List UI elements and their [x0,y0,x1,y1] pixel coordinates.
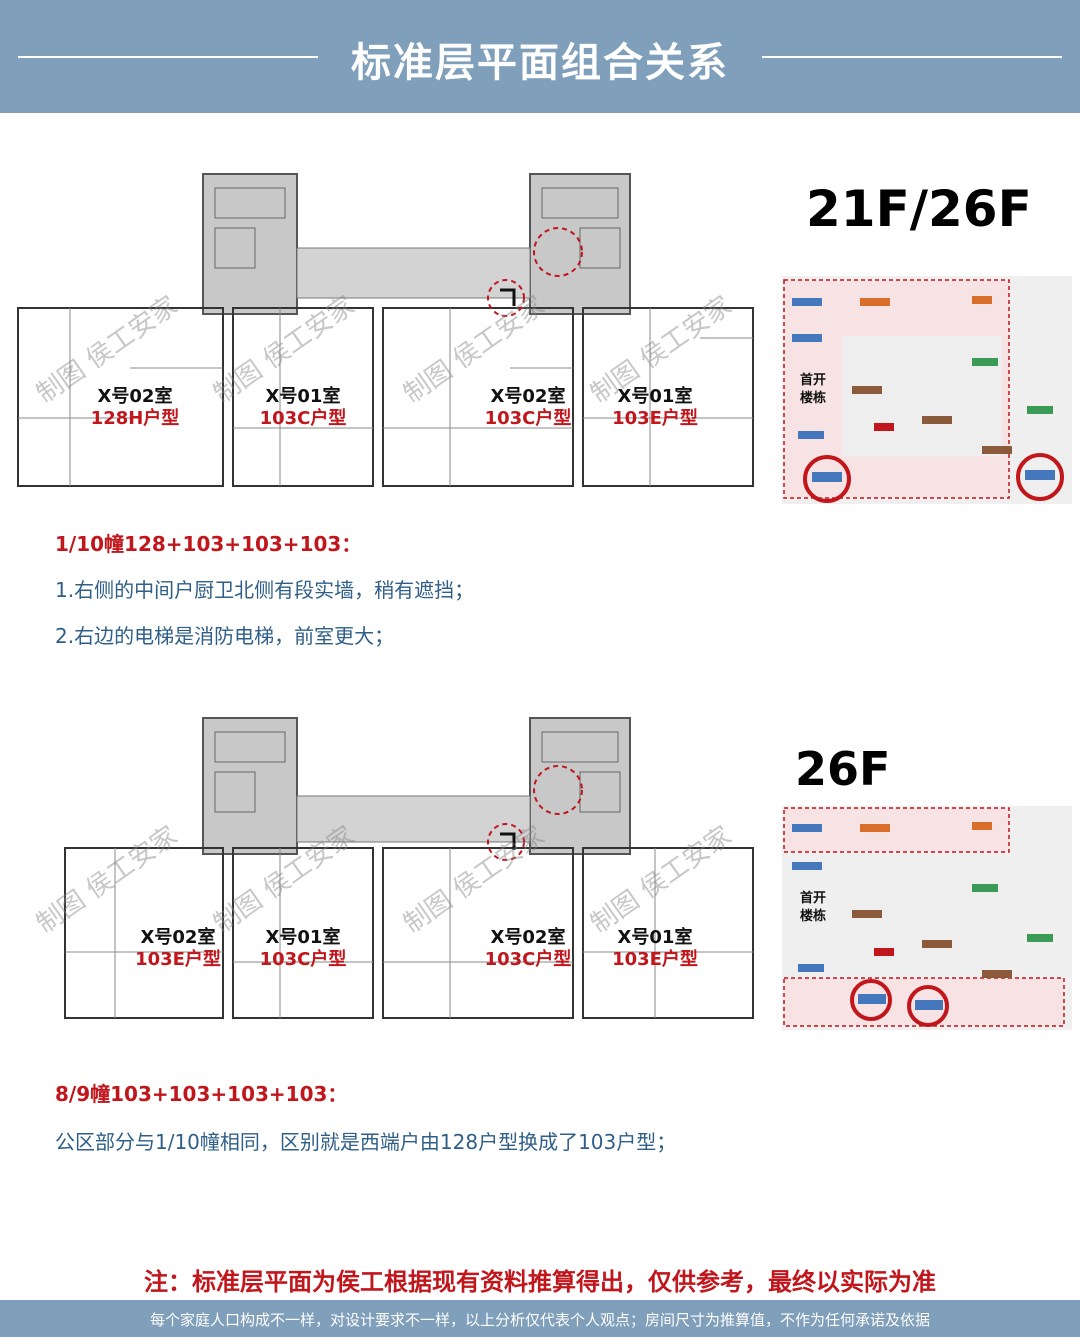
unit-room: X号01室 [265,927,341,948]
unit-room: X号02室 [97,386,173,407]
unit-room: X号02室 [490,386,566,407]
header-rule-left [18,56,318,58]
section1-heading: 1/10幢128+103+103+103： [55,532,362,556]
unit-room: X号01室 [617,927,693,948]
unit-type: 103C户型 [259,408,347,429]
unit-room: X号02室 [140,927,216,948]
footer-bar: 每个家庭人口构成不一样，对设计要求不一样，以上分析仅代表个人观点；房间尺寸为推算… [0,1300,1080,1337]
unit-type: 103E户型 [612,408,698,429]
unit-label: X号01室 103E户型 [600,386,710,430]
first-building-label: 首开 楼栋 [799,891,826,924]
unit-label: X号02室 103C户型 [473,386,583,430]
section2-point: 公区部分与1/10幢相同，区别就是西端户由128户型换成了103户型； [55,1130,677,1154]
floor-label-1: 21F/26F [806,180,1032,238]
site-plan-1: 首开 楼栋 [782,276,1072,504]
section1-point: 1.右侧的中间户厨卫北侧有段实墙，稍有遮挡； [55,578,475,602]
site-plan-2-drawing [782,806,1072,1030]
unit-label: X号01室 103C户型 [248,927,358,971]
unit-label: X号01室 103C户型 [248,386,358,430]
section2-heading: 8/9幢103+103+103+103： [55,1082,348,1106]
section1-point: 2.右边的电梯是消防电梯，前室更大； [55,624,395,648]
floor-plan-1: X号02室 128H户型 X号01室 103C户型 X号02室 103C户型 X… [10,168,762,508]
floor-plan-2-drawing [64,717,754,1019]
page-title: 标准层平面组合关系 [351,40,729,86]
unit-type: 103C户型 [259,949,347,970]
floor-plan-1-drawing [17,173,754,487]
first-building-label: 首开 楼栋 [799,373,826,406]
header-bar: 标准层平面组合关系 [0,0,1080,113]
unit-type: 103C户型 [484,408,572,429]
header-rule-right [762,56,1062,58]
unit-label: X号02室 103E户型 [123,927,233,971]
floor-label-2: 26F [795,742,891,796]
unit-type: 103E户型 [612,949,698,970]
floor-plan-2: X号02室 103E户型 X号01室 103C户型 X号02室 103C户型 X… [55,712,762,1028]
site-plan-2: 首开 楼栋 [782,806,1072,1030]
unit-label: X号02室 128H户型 [80,386,190,430]
unit-room: X号01室 [617,386,693,407]
unit-type: 128H户型 [90,408,180,429]
footer-text: 每个家庭人口构成不一样，对设计要求不一样，以上分析仅代表个人观点；房间尺寸为推算… [149,1311,930,1329]
unit-room: X号02室 [490,927,566,948]
unit-label: X号02室 103C户型 [473,927,583,971]
unit-room: X号01室 [265,386,341,407]
unit-type: 103E户型 [135,949,221,970]
disclaimer: 注：标准层平面为侯工根据现有资料推算得出，仅供参考，最终以实际为准 [144,1268,936,1296]
site-plan-1-drawing [782,276,1072,504]
unit-label: X号01室 103E户型 [600,927,710,971]
unit-type: 103C户型 [484,949,572,970]
